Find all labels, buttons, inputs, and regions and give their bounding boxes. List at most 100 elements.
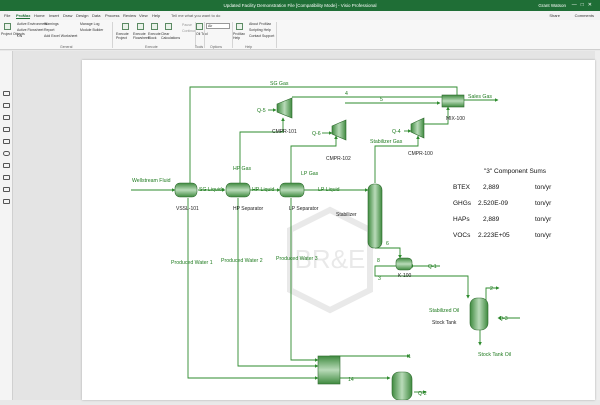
stock-tank[interactable] [469, 297, 489, 331]
stream-label-sg-liquids[interactable]: SG Liquids [199, 187, 225, 193]
tab-file[interactable]: File [4, 13, 11, 18]
stream-line[interactable] [290, 198, 319, 362]
component-sums-table[interactable]: "3" Component Sums BTEX 2,889 ton/yr GHG… [453, 168, 552, 239]
mix-100-mixer[interactable] [441, 94, 465, 108]
bottom-mixer[interactable] [317, 355, 341, 385]
stream-line[interactable] [290, 135, 338, 183]
shape-stencil-icon[interactable] [3, 187, 10, 192]
stream-label-sg-gas[interactable]: SG Gas [270, 81, 289, 87]
on-toggle[interactable]: ON [17, 34, 23, 38]
manage-log-button[interactable]: Manage Log [80, 22, 100, 26]
stabilizer-column[interactable] [367, 183, 383, 249]
stream-line[interactable] [237, 198, 319, 368]
clear-calculations-button[interactable]: Clear Calculations [161, 32, 181, 40]
tab-review[interactable]: Review [123, 13, 137, 18]
warnings-button[interactable]: Warnings [44, 22, 59, 26]
stream-label-q1[interactable]: Q-1 [428, 264, 437, 270]
execute-project-button[interactable]: Execute Project [116, 32, 129, 40]
tab-draw[interactable]: Draw [63, 13, 73, 18]
stream-label-produced-water-1[interactable]: Produced Water 1 [171, 260, 213, 266]
execute-flowsheet-icon[interactable] [137, 23, 144, 30]
cmpr-101-compressor[interactable] [276, 97, 293, 119]
stream-line[interactable] [374, 135, 420, 183]
stream-label-stabilizer-gas[interactable]: Stabilizer Gas [370, 139, 403, 145]
tab-view[interactable]: View [139, 13, 148, 18]
promax-help-icon[interactable] [236, 23, 243, 30]
bottom-tank[interactable] [391, 371, 413, 401]
stream-label-6[interactable]: 6 [386, 241, 389, 247]
tab-insert[interactable]: Insert [49, 13, 60, 18]
scripting-help-button[interactable]: Scripting Help [249, 28, 271, 32]
shape-stencil-icon[interactable] [3, 175, 10, 180]
stream-label-wellstream-fluid[interactable]: Wellstream Fluid [132, 178, 171, 184]
stream-label-5[interactable]: 5 [380, 97, 383, 103]
shape-stencil-icon[interactable] [3, 115, 10, 120]
stream-line[interactable] [239, 117, 285, 183]
stream-label-q2[interactable]: Q-2 [418, 391, 427, 397]
stream-line[interactable] [187, 198, 319, 380]
cmpr-100-compressor[interactable] [410, 117, 425, 139]
stream-label-8[interactable]: 8 [377, 258, 380, 264]
tab-help[interactable]: Help [152, 13, 161, 18]
oil-tool-icon[interactable] [196, 23, 203, 30]
stream-label-3[interactable]: 3 [378, 276, 381, 282]
stream-label-14[interactable]: 14 [348, 377, 354, 383]
stream-label-produced-water-2[interactable]: Produced Water 2 [221, 258, 263, 264]
k-100-heat-exchanger[interactable] [395, 257, 413, 271]
active-flowsheet-button[interactable]: Active Flowsheet [17, 28, 44, 32]
contact-support-button[interactable]: Contact Support [249, 34, 275, 38]
clear-calculations-icon[interactable] [165, 23, 172, 30]
stream-label-2[interactable]: 2 [490, 286, 493, 292]
shape-stencil-icon[interactable] [3, 127, 10, 132]
execute-block-button[interactable]: Execute Block [148, 32, 161, 40]
report-button[interactable]: Report [44, 28, 55, 32]
vssl-101-vessel[interactable] [174, 182, 198, 198]
stream-label-q6[interactable]: Q-6 [312, 131, 321, 137]
shape-stencil-icon[interactable] [3, 151, 10, 156]
module-builder-button[interactable]: Module Builder [80, 28, 104, 32]
stream-line[interactable] [189, 86, 459, 184]
about-promax-button[interactable]: About ProMax [249, 22, 272, 26]
tab-data[interactable]: Data [92, 13, 101, 18]
oil-tool-button[interactable]: Oil Tool [196, 32, 208, 36]
stream-label-stabilized-oil[interactable]: Stabilized Oil [429, 308, 459, 314]
share-button[interactable]: Share [549, 13, 560, 18]
execute-flowsheet-button[interactable]: Execute Flowsheet [133, 32, 149, 40]
vertical-scrollbar[interactable] [595, 51, 600, 400]
tab-design[interactable]: Design [76, 13, 89, 18]
stream-label-q4[interactable]: Q-4 [392, 129, 401, 135]
comments-button[interactable]: Comments [574, 13, 594, 18]
lp-separator-vessel[interactable] [279, 182, 305, 198]
shape-stencil-icon[interactable] [3, 139, 10, 144]
hp-separator-vessel[interactable] [225, 182, 251, 198]
project-objects-button[interactable]: Project Objects [1, 32, 25, 36]
cmpr-102-compressor[interactable] [331, 119, 347, 141]
continue-button[interactable]: Continue [182, 29, 197, 33]
tab-home[interactable]: Home [34, 13, 45, 18]
stream-label-hp-gas[interactable]: HP Gas [233, 166, 251, 172]
stream-label-1[interactable]: 1 [408, 354, 411, 360]
stream-line[interactable] [485, 286, 500, 300]
window-controls[interactable]: —□✕ [571, 2, 596, 8]
stream-line[interactable] [374, 265, 470, 299]
stream-label-q5[interactable]: Q-5 [257, 108, 266, 114]
tab-process[interactable]: Process [105, 13, 120, 18]
shape-stencil-icon[interactable] [3, 91, 10, 96]
stream-label-q3[interactable]: Q-3 [499, 316, 508, 322]
project-objects-icon[interactable] [4, 23, 11, 30]
environment-dropdown[interactable]: Air [206, 23, 230, 29]
shape-stencil-icon[interactable] [3, 103, 10, 108]
promax-help-button[interactable]: ProMax Help [233, 32, 246, 40]
execute-project-icon[interactable] [122, 23, 129, 30]
tab-promax[interactable]: ProMax [16, 13, 31, 19]
stream-label-stock-tank-oil[interactable]: Stock Tank Oil [478, 352, 511, 358]
execute-block-icon[interactable] [151, 23, 158, 30]
shape-stencil-icon[interactable] [3, 199, 10, 204]
stream-label-hp-liquid[interactable]: HP Liquid [252, 187, 275, 193]
shape-stencil-icon[interactable] [3, 163, 10, 168]
pause-button[interactable]: Pause [182, 23, 192, 27]
stream-line[interactable] [375, 247, 402, 259]
stream-label-sales-gas[interactable]: Sales Gas [468, 94, 492, 100]
stream-line[interactable] [424, 106, 450, 125]
stream-label-produced-water-3[interactable]: Produced Water 3 [276, 256, 318, 262]
